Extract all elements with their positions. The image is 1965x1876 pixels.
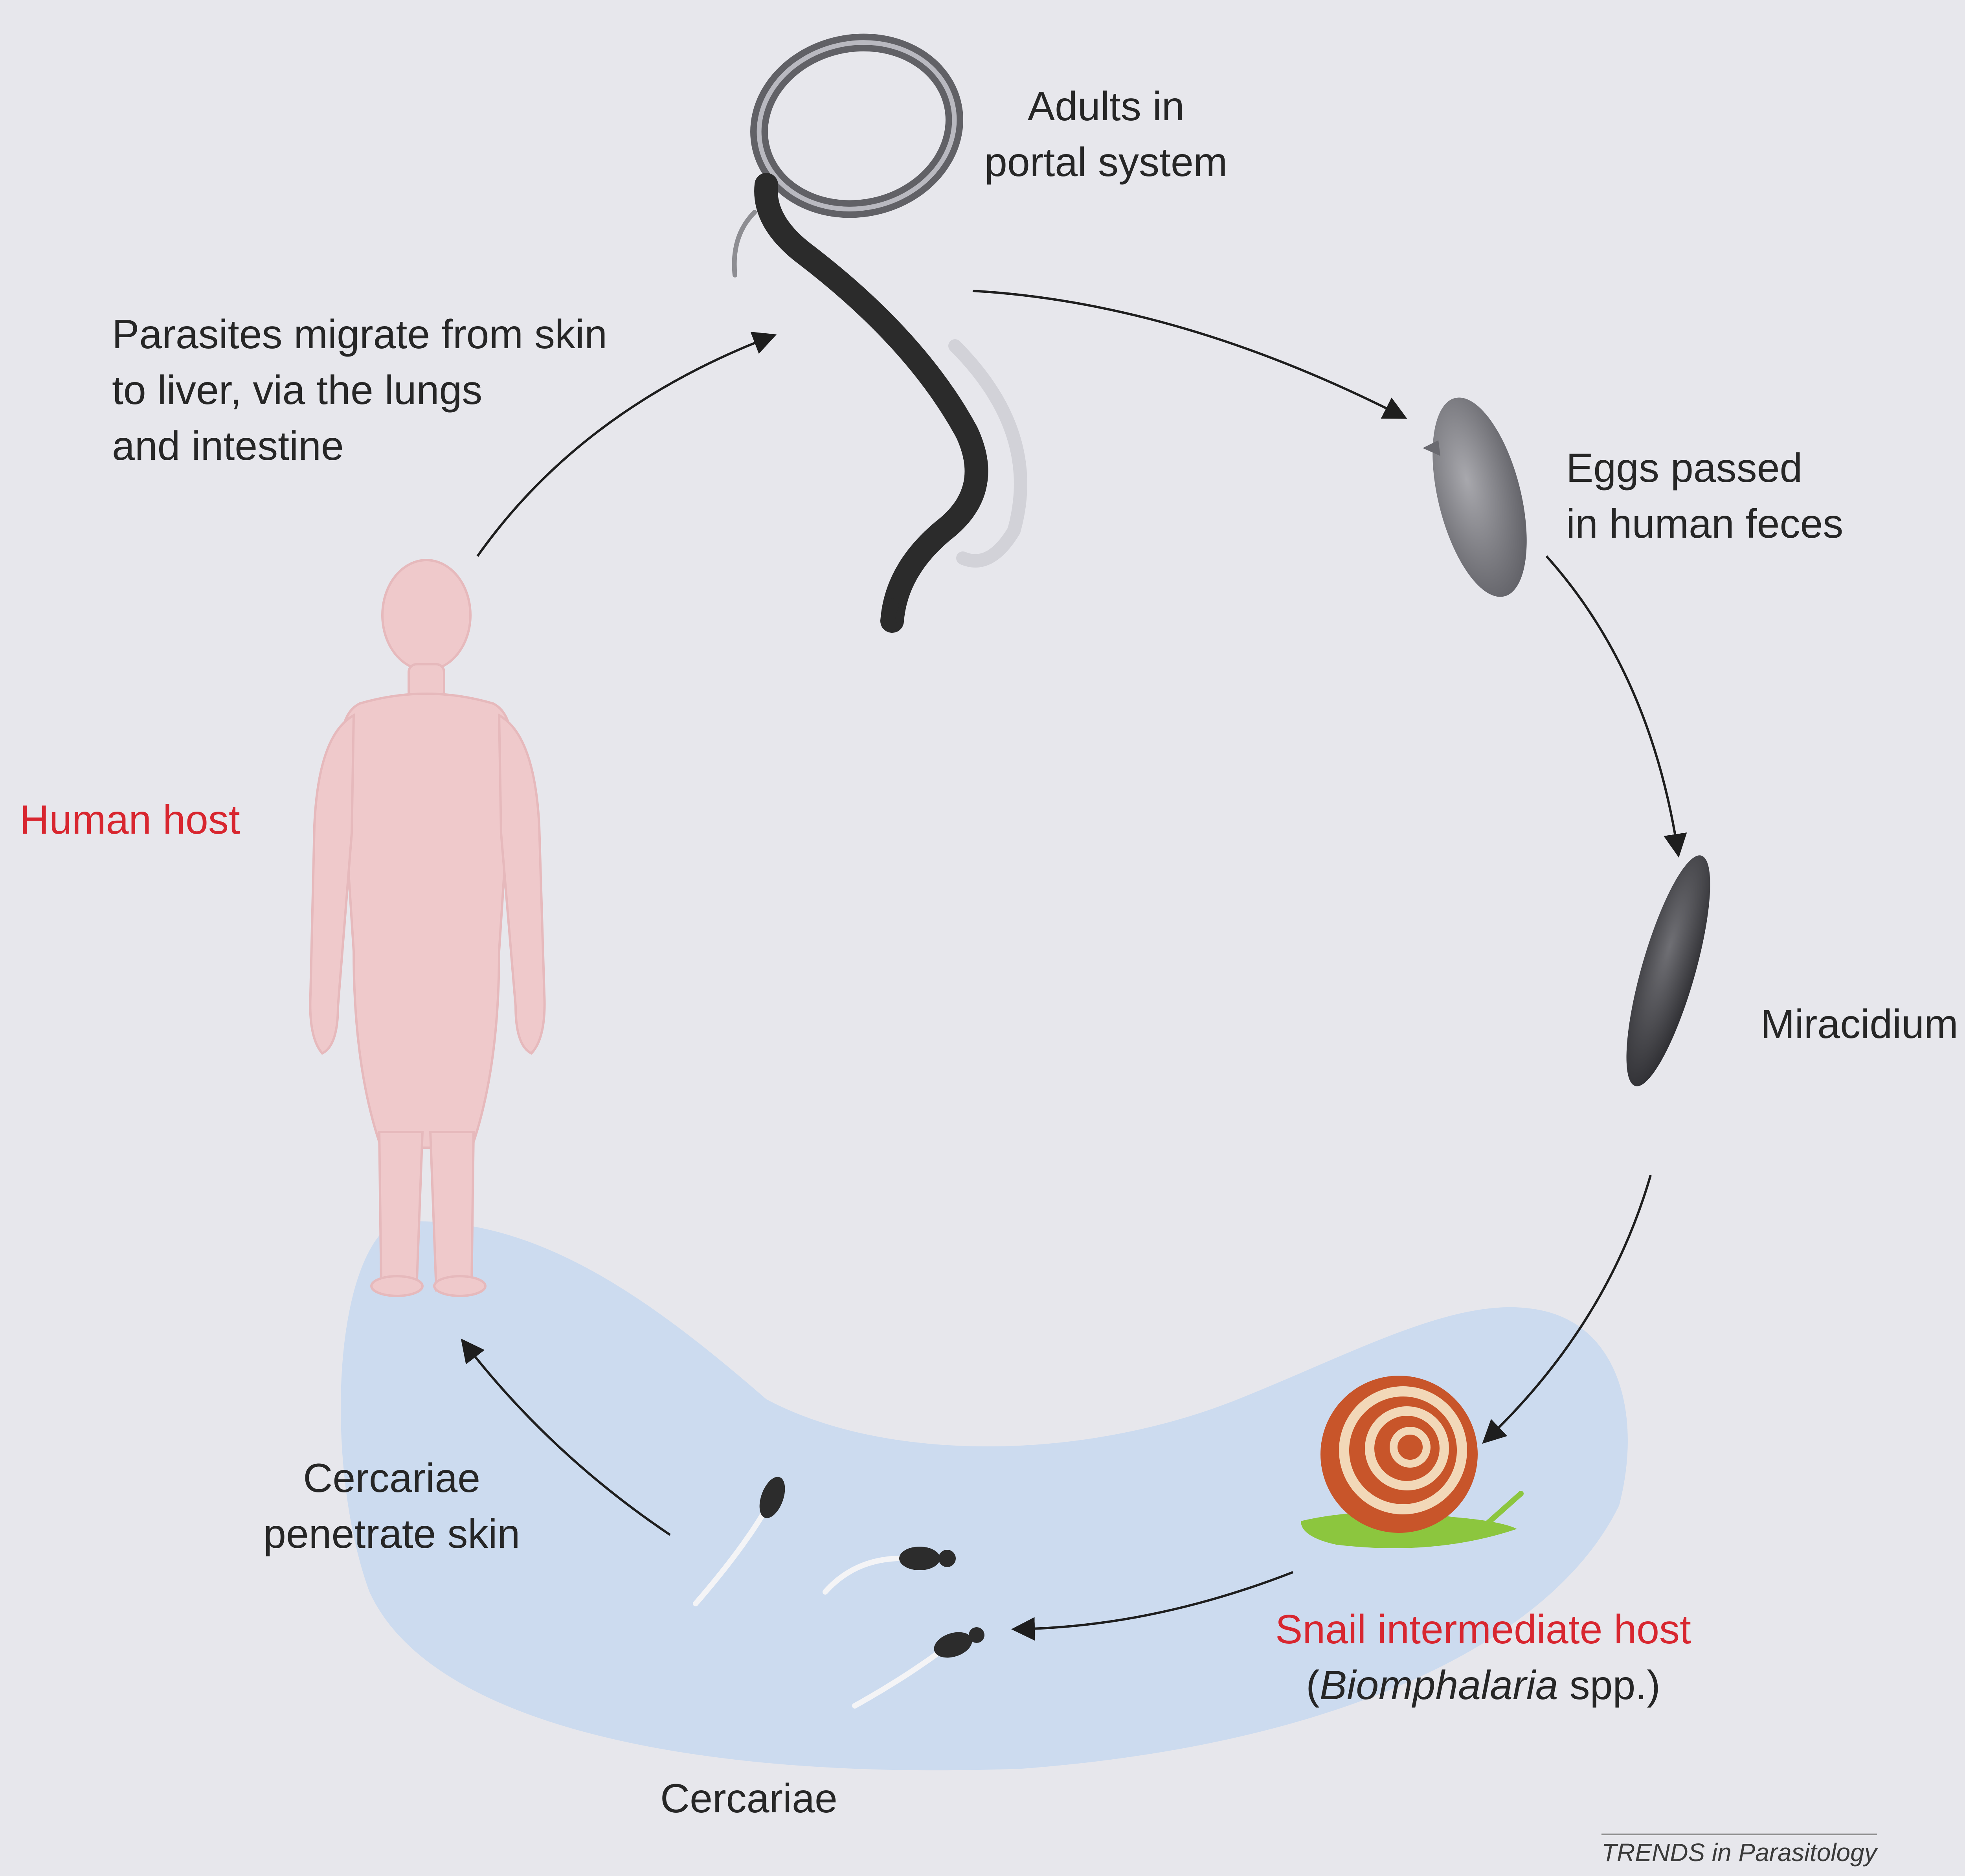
label-snail-spp: spp.) <box>1558 1663 1660 1708</box>
label-penetrate-line-1: Cercariae <box>263 1450 520 1506</box>
human-head <box>382 560 470 670</box>
egg-lateral-spine <box>1423 440 1440 456</box>
human-left-leg <box>379 1132 422 1289</box>
arrow-adults-to-eggs <box>973 291 1403 417</box>
label-miracidium: Miracidium <box>1761 996 1958 1052</box>
label-migrate-line-1: Parasites migrate from skin <box>112 307 607 362</box>
label-snail-paren: ( <box>1306 1663 1320 1708</box>
label-human-host-text: Human host <box>20 797 240 843</box>
human-right-foot <box>434 1276 485 1296</box>
arrow-eggs-to-miracidium <box>1546 556 1678 853</box>
label-migrate-line-3: and intestine <box>112 418 607 474</box>
human-left-foot <box>371 1276 422 1296</box>
label-snail-host: Snail intermediate host (Biomphalaria sp… <box>1275 1602 1691 1713</box>
label-migrate-line-2: to liver, via the lungs <box>112 362 607 418</box>
label-human-host: Human host <box>20 792 240 848</box>
label-snail-host-title: Snail intermediate host <box>1275 1602 1691 1657</box>
label-snail-genus: Biomphalaria <box>1320 1663 1558 1708</box>
human-right-arm <box>499 715 545 1053</box>
adult-worms <box>735 25 1021 625</box>
human-left-arm <box>310 715 354 1053</box>
label-eggs-line-1: Eggs passed <box>1566 440 1843 496</box>
egg <box>1415 388 1544 606</box>
label-miracidium-text: Miracidium <box>1761 1001 1958 1047</box>
miracidium-body <box>1610 848 1727 1093</box>
label-snail-host-species: (Biomphalaria spp.) <box>1275 1657 1691 1713</box>
label-cercariae-penetrate-skin: Cercariae penetrate skin <box>263 1450 520 1562</box>
label-parasites-migrate: Parasites migrate from skin to liver, vi… <box>112 307 607 474</box>
egg-body <box>1415 388 1544 606</box>
label-adults-line-1: Adults in <box>984 79 1227 134</box>
adult-worm-tail-tip <box>889 605 892 625</box>
label-eggs-line-2: in human feces <box>1566 496 1843 552</box>
label-adults-line-2: portal system <box>984 134 1227 190</box>
label-adults-in-portal-system: Adults in portal system <box>984 79 1227 190</box>
label-eggs-passed: Eggs passed in human feces <box>1566 440 1843 552</box>
label-penetrate-line-2: penetrate skin <box>263 1506 520 1562</box>
adult-worm-male-body <box>766 185 976 621</box>
label-cercariae: Cercariae <box>660 1771 837 1826</box>
label-cercariae-text: Cercariae <box>660 1776 837 1821</box>
human-torso <box>341 694 512 1148</box>
adult-worm-thin-strand <box>735 212 755 275</box>
human-figure <box>310 560 544 1296</box>
journal-credit: TRENDS in Parasitology <box>1601 1834 1877 1868</box>
human-right-leg <box>430 1132 474 1289</box>
